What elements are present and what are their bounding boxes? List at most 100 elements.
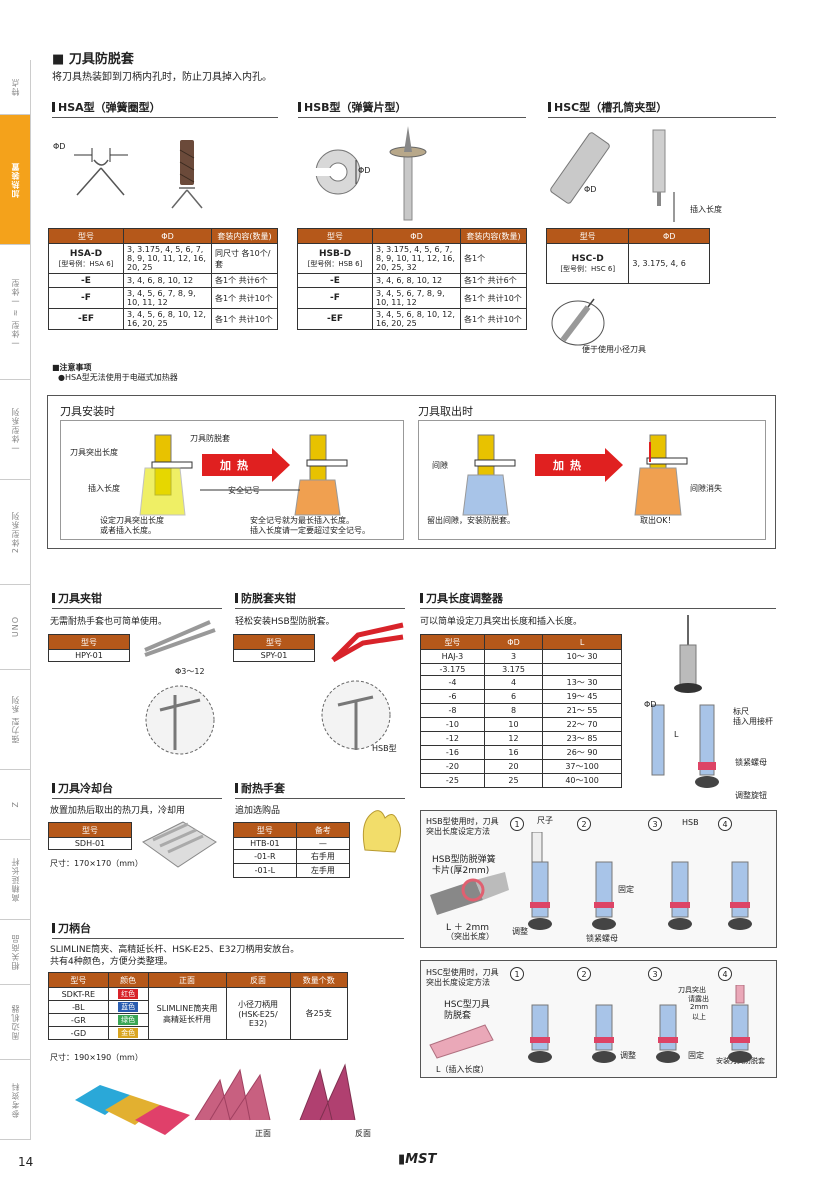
table-cell: 各1个 共计6个: [211, 273, 278, 288]
table-cell: 3.175: [483, 663, 544, 676]
footer-logo: ▮MST: [398, 1152, 437, 1167]
table-header: 型号: [48, 972, 109, 988]
model-cell: HSC-D[型号例：HSC 6]: [545, 243, 630, 284]
install-protrude-label: 刀具突出长度: [70, 448, 118, 457]
length-adjuster-lock: 锁紧螺母: [735, 758, 767, 767]
table-cell: 3, 4, 5, 6, 8, 10, 12, 16, 20, 25: [123, 308, 212, 330]
model-code: HSA-D: [69, 248, 103, 259]
install-caption-left-2: 或者插入长度。: [100, 526, 156, 535]
hsc-method-note-4: 以上: [692, 1013, 706, 1021]
side-tab-10[interactable]: 周边机器: [0, 985, 30, 1060]
hsb-heading: HSB型（弹簧片型）: [298, 99, 526, 118]
hsc-small-tool-illustration: [551, 298, 605, 346]
step-number: 1: [510, 817, 524, 831]
removal-illustration: [462, 434, 688, 516]
side-tab-1[interactable]: 加热装置: [0, 115, 30, 245]
page-number: 14: [18, 1155, 34, 1169]
side-tab-label: 特点: [10, 78, 20, 96]
table-cell: 左手用: [295, 863, 351, 878]
table-cell: -20: [420, 759, 485, 774]
step-number: 4: [718, 967, 732, 981]
holder-stand-size: 尺寸：190×190（mm）: [50, 1053, 143, 1062]
table-cell: HPY-01: [48, 649, 130, 662]
table-cell: 各1个 共计6个: [460, 273, 527, 288]
table-cell: -25: [420, 773, 485, 788]
length-adjuster-illustration: [651, 615, 719, 788]
install-sleeve-label: 刀具防脱套: [190, 434, 230, 443]
gloves-heading: 耐热手套: [235, 780, 405, 799]
table-cell: 各1个 共计10个: [460, 308, 527, 330]
tool-clamp-desc: 无需耐热手套也可简单使用。: [50, 617, 168, 627]
hsa-note: ●HSA型无法使用于电磁式加热器: [58, 373, 178, 382]
table-cell: 10～ 30: [542, 649, 622, 664]
install-title: 刀具安装时: [60, 405, 115, 418]
install-safe-label: 安全记号: [228, 486, 260, 495]
hsc-method-fix: 固定: [688, 1051, 704, 1060]
install-caption-left-1: 设定刀具突出长度: [100, 516, 164, 525]
table-cell: -GD: [48, 1026, 109, 1040]
side-tab-5[interactable]: UNO: [0, 585, 30, 670]
table-cell: -01-L: [233, 863, 297, 878]
table-cell: 3: [483, 649, 544, 664]
table-cell: 12: [483, 731, 544, 746]
side-tab-11[interactable]: 参考资料: [0, 1060, 30, 1140]
side-tab-8[interactable]: 高精延长杆: [0, 840, 30, 920]
hsb-method-formula-sub: （突出长度）: [446, 932, 494, 941]
table-cell: 19～ 45: [542, 689, 622, 704]
table-cell: [542, 663, 622, 676]
table-row: HSA-D[型号例：HSA 6]3, 3.175, 4, 5, 6, 7, 8,…: [48, 243, 278, 274]
table-header: 套装内容(数量): [211, 228, 278, 244]
side-tab-label: 2体型系列: [10, 510, 20, 554]
table-cell: 10: [483, 717, 544, 732]
table-cell: 20: [483, 759, 544, 774]
hsc-method-title-2: 突出长度设定方法: [426, 978, 490, 987]
table-cell: 3, 4, 6, 8, 10, 12: [372, 273, 461, 288]
table-header: 型号: [420, 634, 485, 650]
side-tab-6[interactable]: 强力型 系列: [0, 670, 30, 770]
side-tab-label: 相关商品: [10, 934, 20, 970]
table-header: 型号: [233, 634, 315, 650]
table-cell: 21～ 55: [542, 703, 622, 718]
model-cell: HSA-D[型号例：HSA 6]: [48, 243, 124, 274]
hsc-method-adjust: 调整: [620, 1051, 636, 1060]
hsb-method-sub-1: HSB型防脱弹簧: [432, 855, 496, 865]
table-cell: 3, 4, 5, 6, 7, 8, 9, 10, 11, 12: [372, 287, 461, 309]
cooling-heading: 刀具冷却台: [52, 780, 222, 799]
gloves-illustration: [362, 810, 401, 853]
side-tab-2[interactable]: 一体型 ≈ 一体型: [0, 245, 30, 380]
table-cell: -12: [420, 731, 485, 746]
table-cell: —: [295, 837, 351, 850]
table-cell: -4: [420, 675, 485, 690]
hsc-method-sub-2: 防脱套: [444, 1011, 472, 1021]
hsc-method-title-1: HSC型使用时，刀具: [426, 968, 499, 977]
table-header: 颜色: [107, 972, 149, 988]
cooling-size: 尺寸：170×170（mm）: [50, 859, 143, 868]
side-tab-4[interactable]: 2体型系列: [0, 480, 30, 585]
side-tab-0[interactable]: 特点: [0, 60, 30, 115]
removal-caption-right: 取出OK！: [640, 516, 676, 525]
table-cell: -01-R: [233, 849, 297, 864]
hsb-method-fix: 固定: [618, 885, 634, 894]
side-tab-7[interactable]: Z: [0, 770, 30, 840]
table-row: SDH-01: [48, 837, 132, 850]
step-number: 1: [510, 967, 524, 981]
tool-clamp-illustration: [144, 620, 216, 755]
table-cell: -8: [420, 703, 485, 718]
model-code: -EF: [326, 314, 344, 324]
table-row: HSB-D[型号例：HSB 6]3, 3.175, 4, 5, 6, 7, 8,…: [297, 243, 527, 274]
table-cell: 37～100: [542, 759, 622, 774]
side-tab-9[interactable]: 相关商品: [0, 920, 30, 985]
side-tab-3[interactable]: 一体型系列: [0, 380, 30, 480]
color-cell: 蓝色: [107, 1000, 149, 1014]
